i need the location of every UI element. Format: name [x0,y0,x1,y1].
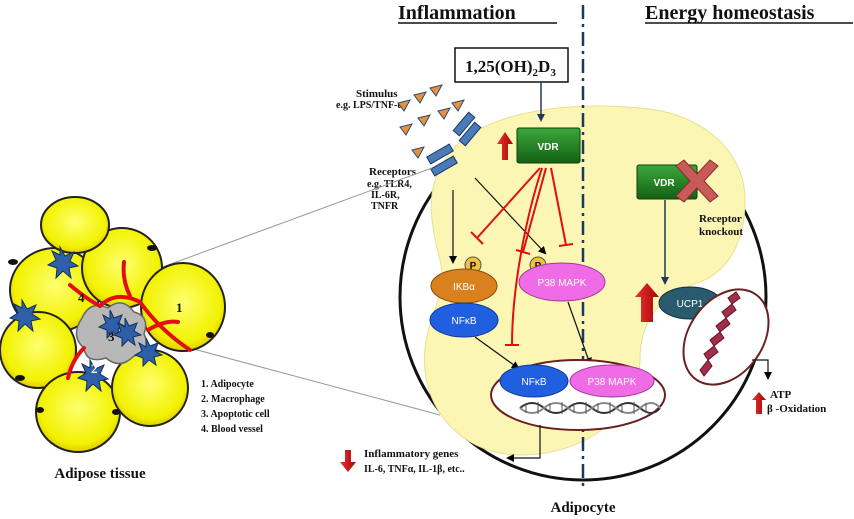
knockout-x-icon [675,159,719,203]
mitochondrion-cristae [699,291,741,377]
fat-cell [40,196,110,254]
vitamin-d-box [454,47,569,83]
tissue-legend-item-2: 2. Macrophage [201,394,265,405]
nucleus-to-genes-arrow [506,425,541,462]
p38-nucleus-label: P38 MAPK [588,377,637,388]
ikba-label: IKBα [453,282,475,293]
vitamin-d-label: 1,25(OH)2D3 [465,57,556,79]
beta-oxidation-label: β -Oxidation [767,403,826,415]
tissue-number-2: 2 [91,361,98,376]
tissue-legend-item-3: 3. Apoptotic cell [201,409,270,420]
receptors-line2: IL-6R, [371,190,400,201]
knockout-line1: Receptor [699,213,742,225]
p38-mapk-node [518,262,606,302]
dna-helix-icon [519,402,661,414]
nfkb-nucleus-label: NFκB [522,377,547,388]
receptors-line3: TNFR [371,201,399,212]
nfkb-to-nucleus-arrow [474,336,520,370]
genes-down-arrow-icon [340,450,356,472]
adipose-tissue-cluster: 1 2 3 4 [0,196,226,453]
receptor-lower [426,143,458,177]
zoom-line-top [159,167,433,269]
stimulus-title: Stimulus [356,88,398,100]
p38-mapk-label: P38 MAPK [538,278,587,289]
header-energy-homeostasis: Energy homeostasis [645,2,815,24]
fat-cell [35,371,121,453]
p38-to-nucleus-arrow [567,301,592,366]
fat-cell-nuclei [8,245,214,415]
receptors-line1: e.g. TLR4, [367,179,412,190]
ucp1-label: UCP1 [677,299,704,310]
nfkb-label: NFκB [452,316,477,327]
tissue-legend-item-4: 4. Blood vessel [201,424,263,435]
tissue-number-4: 4 [78,290,85,305]
receptors-title: Receptors [369,166,417,178]
mito-to-atp-arrow [752,359,772,380]
atp-up-arrow-icon [752,392,766,414]
nfkb-nucleus-node [499,364,569,398]
vdr-upregulation-arrow [497,132,513,160]
tissue-number-3: 3 [108,329,115,344]
nfkb-node [429,302,499,338]
vdr-inhibition-lines [470,167,574,346]
ucp1-up-arrow-icon [635,283,659,322]
phospho-ikba-label: P [470,261,477,272]
stimulus-example: e.g. LPS/TNF-α [336,100,403,111]
genes-title: Inflammatory genes [364,448,459,460]
header-inflammation: Inflammation [398,2,516,24]
receptor-upper [452,111,482,147]
genes-list: IL-6, TNFα, IL-1β, etc.. [364,464,465,475]
vdr-right-label: VDR [653,178,675,189]
fat-cell [0,311,77,389]
blood-vessel [66,260,192,380]
ligand-triangles [397,84,465,159]
tissue-legend-item-1: 1. Adipocyte [201,379,254,390]
mitochondrion [682,288,770,386]
vdr-left-label: VDR [537,142,559,153]
macrophage-cells [8,245,164,393]
adipose-tissue-title: Adipose tissue [54,466,146,482]
p38-nucleus-node [569,364,655,398]
fat-cell [140,262,226,352]
receptor-to-p38-arrow [474,177,547,255]
atp-label: ATP [770,389,791,401]
tissue-number-1: 1 [176,300,183,315]
adipocyte-cell-label: Adipocyte [551,500,616,516]
knockout-line2: knockout [699,226,743,238]
vdr-left-node [516,127,581,164]
zoom-line-bottom [159,339,441,416]
